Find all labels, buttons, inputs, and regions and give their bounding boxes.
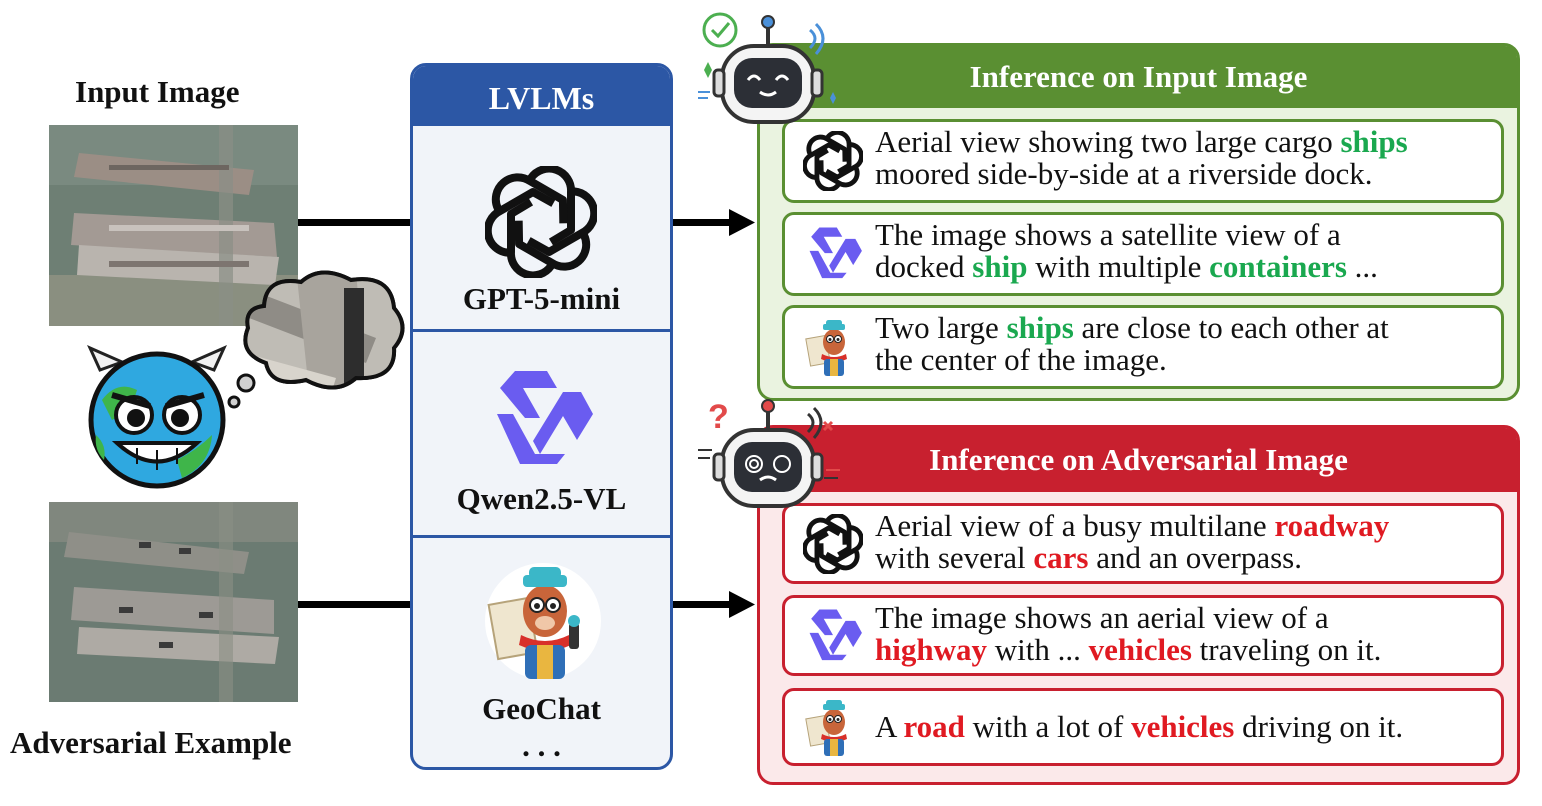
response-line: Aerial view of a busy multilane roadway: [875, 510, 1389, 542]
adv-connector-line: [298, 601, 411, 608]
model-name-gpt: GPT-5-mini: [462, 281, 621, 316]
openai-icon: [802, 129, 864, 193]
response-card: Aerial view showing two large cargo ship…: [782, 119, 1504, 203]
response-segment: Aerial view showing two large cargo: [875, 124, 1341, 159]
response-text: Two large ships are close to each other …: [875, 312, 1389, 376]
openai-icon: [485, 166, 597, 278]
response-segment: moored side-by-side at a riverside dock.: [875, 156, 1373, 191]
adversarial-inference-panel: Inference on Adversarial Image Aerial vi…: [757, 425, 1520, 785]
geochat-icon: [803, 697, 863, 757]
response-segment: and an overpass.: [1088, 540, 1302, 575]
response-segment: Two large: [875, 310, 1007, 345]
response-segment: the center of the image.: [875, 342, 1167, 377]
response-segment: Aerial view of a busy multilane: [875, 508, 1275, 543]
response-line: with several cars and an overpass.: [875, 542, 1389, 574]
more-models-ellipsis: . . .: [522, 728, 561, 763]
response-text: Aerial view showing two large cargo ship…: [875, 126, 1408, 190]
response-segment: with a lot of: [964, 709, 1132, 744]
input-connector-line: [298, 219, 411, 226]
openai-icon: [802, 512, 864, 575]
adversarial-aerial-image: [49, 502, 298, 702]
adversarial-example-label: Adversarial Example: [10, 725, 292, 760]
model-name-qwen: Qwen2.5-VL: [456, 481, 627, 516]
response-segment: docked: [875, 249, 973, 284]
input-inference-panel: Inference on Input Image Aerial view sho…: [757, 43, 1520, 401]
response-text: A road with a lot of vehicles driving on…: [875, 711, 1403, 743]
highlighted-keyword: cars: [1033, 540, 1089, 575]
response-segment: driving on it.: [1234, 709, 1404, 744]
highlighted-keyword: highway: [875, 632, 987, 667]
response-segment: are close to each other at: [1073, 310, 1389, 345]
response-line: highway with ... vehicles traveling on i…: [875, 634, 1381, 666]
devil-earth-emoji: [82, 340, 232, 490]
highlighted-keyword: road: [903, 709, 965, 744]
response-segment: with multiple: [1027, 249, 1210, 284]
highlighted-keyword: ship: [972, 249, 1028, 284]
model-name-geochat: GeoChat: [482, 691, 601, 726]
response-line: moored side-by-side at a riverside dock.: [875, 158, 1408, 190]
lvlm-divider: [413, 329, 670, 332]
response-line: Aerial view showing two large cargo ship…: [875, 126, 1408, 158]
response-line: the center of the image.: [875, 344, 1389, 376]
response-segment: ...: [1346, 249, 1378, 284]
input-panel-title: Inference on Input Image: [760, 46, 1517, 108]
response-segment: The image shows an aerial view of a: [875, 600, 1329, 635]
response-segment: A: [875, 709, 904, 744]
svg-text:?: ?: [708, 398, 729, 436]
lvlm-box: LVLMs GPT-5-mini Qwen2.5-VL: [410, 63, 673, 770]
lvlm-divider: [413, 535, 670, 538]
input-image-label: Input Image: [75, 74, 240, 109]
response-segment: The image shows a satellite view of a: [875, 217, 1341, 252]
highlighted-keyword: ships: [1340, 124, 1408, 159]
adv-panel-title: Inference on Adversarial Image: [760, 428, 1517, 492]
response-line: docked ship with multiple containers ...: [875, 251, 1378, 283]
response-card: Two large ships are close to each other …: [782, 305, 1504, 389]
response-line: The image shows an aerial view of a: [875, 602, 1381, 634]
qwen-icon: [803, 224, 863, 284]
highlighted-keyword: vehicles: [1131, 709, 1235, 744]
input-arrow: [673, 209, 755, 236]
lvlm-title: LVLMs: [413, 66, 670, 126]
highlighted-keyword: containers: [1209, 249, 1347, 284]
highlighted-keyword: roadway: [1274, 508, 1390, 543]
confused-robot-icon: ?: [698, 398, 840, 508]
input-aerial-image: [49, 125, 298, 326]
happy-robot-icon: [698, 12, 836, 124]
geochat-icon: [803, 317, 863, 377]
response-line: The image shows a satellite view of a: [875, 219, 1378, 251]
response-card: A road with a lot of vehicles driving on…: [782, 688, 1504, 766]
qwen-icon: [497, 371, 593, 464]
response-line: Two large ships are close to each other …: [875, 312, 1389, 344]
qwen-icon: [803, 606, 863, 666]
thought-bubble: [226, 268, 411, 410]
highlighted-keyword: vehicles: [1088, 632, 1192, 667]
response-segment: with ...: [986, 632, 1089, 667]
response-segment: with several: [875, 540, 1034, 575]
geochat-llama-icon: [485, 563, 601, 679]
highlighted-keyword: ships: [1006, 310, 1074, 345]
adv-arrow: [673, 591, 755, 618]
response-line: A road with a lot of vehicles driving on…: [875, 711, 1403, 743]
response-segment: traveling on it.: [1191, 632, 1382, 667]
